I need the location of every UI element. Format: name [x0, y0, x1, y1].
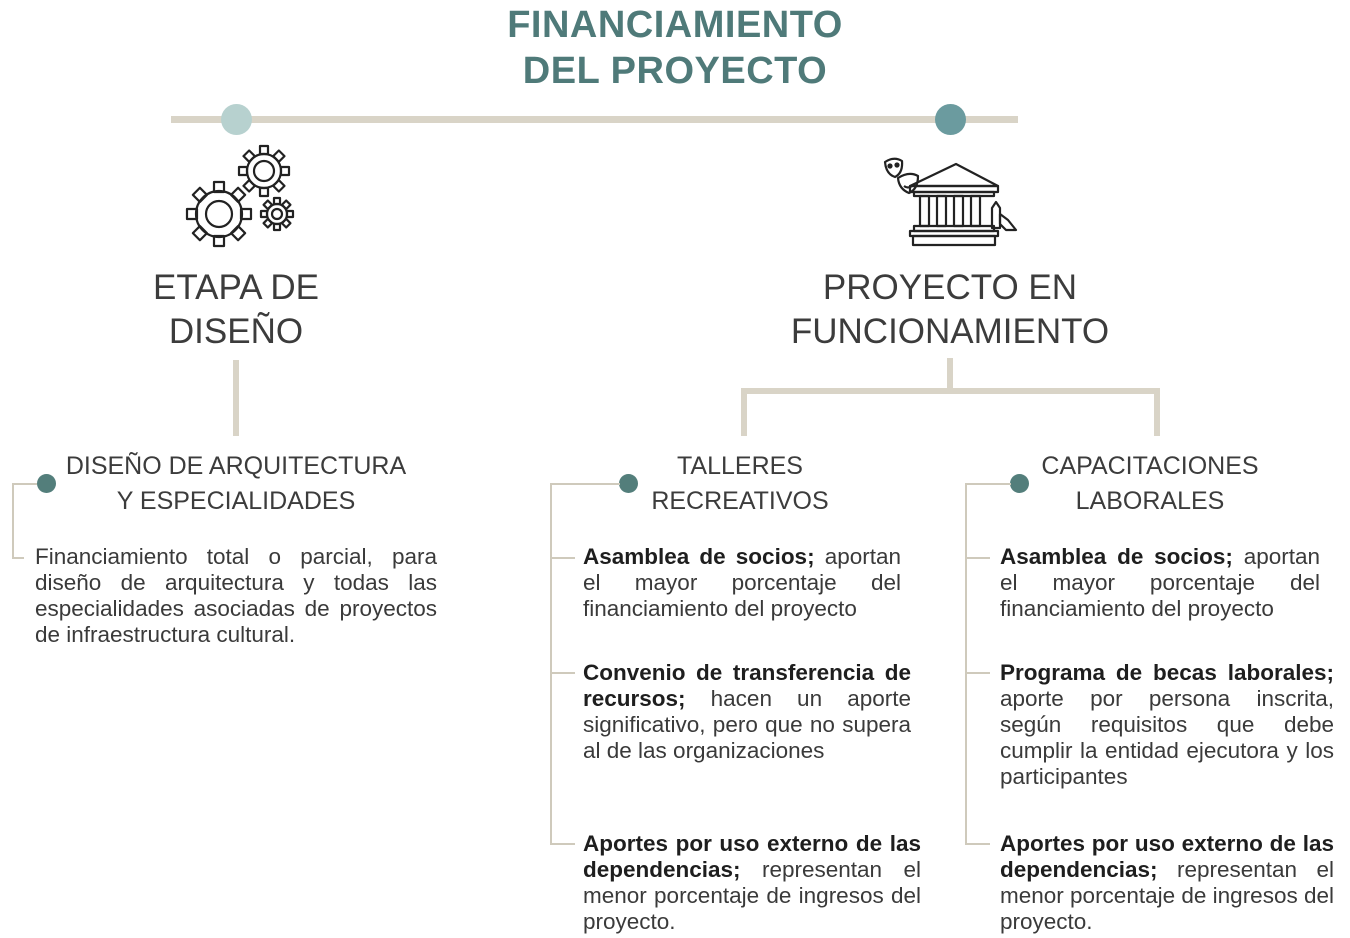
branch-diseno-description: Financiamiento total o parcial, para dis…	[35, 544, 437, 648]
branch-heading-capacitaciones: CAPACITACIONES LABORALES	[1020, 449, 1280, 519]
talleres-item-1-text: aportan el mayor porcentaje del financia…	[583, 544, 902, 621]
capacitaciones-item-3-bold: Aportes por uso externo de las dependenc…	[1000, 831, 1334, 882]
timeline-bar	[171, 116, 1018, 123]
talleres-item-2: Convenio de transferencia de recursos; h…	[583, 660, 911, 764]
diagram-title: FINANCIAMIENTO DEL PROYECTO	[0, 2, 1350, 94]
bracket-diseno-tick	[12, 557, 24, 559]
connector-operation-stem	[947, 358, 953, 390]
timeline-dot-design	[221, 104, 252, 135]
bullet-capacitaciones	[1010, 474, 1029, 493]
capacitaciones-item-2: Programa de becas laborales; aporte por …	[1000, 660, 1334, 790]
connector-talleres-drop	[741, 388, 747, 436]
stage-label-operation: PROYECTO EN FUNCIONAMIENTO	[760, 266, 1140, 354]
timeline-dot-operation	[935, 104, 966, 135]
bracket-capacitaciones-left	[965, 483, 967, 845]
bracket-talleres-tick-1	[550, 557, 575, 559]
stage-label-design: ETAPA DE DISEÑO	[98, 266, 374, 354]
branch-diseno-line-2: Y ESPECIALIDADES	[116, 487, 356, 515]
talleres-item-3-bold: Aportes por uso externo de las dependenc…	[583, 831, 921, 882]
branch-capacitaciones-line-2: LABORALES	[1075, 487, 1225, 515]
connector-capacitaciones-drop	[1154, 388, 1160, 436]
stage-operation-line-2: FUNCIONAMIENTO	[790, 312, 1110, 351]
bullet-diseno	[37, 474, 56, 493]
theater-building-icon	[880, 156, 1020, 250]
branch-heading-talleres: TALLERES RECREATIVOS	[622, 449, 858, 519]
capacitaciones-item-3: Aportes por uso externo de las dependenc…	[1000, 831, 1334, 935]
branch-capacitaciones-line-1: CAPACITACIONES	[1041, 452, 1259, 480]
bracket-capacitaciones-top	[965, 483, 1011, 485]
bullet-talleres	[619, 474, 638, 493]
capacitaciones-item-2-text: aporte por persona inscrita, según requi…	[1000, 686, 1334, 789]
stage-operation-line-1: PROYECTO EN	[822, 268, 1078, 307]
capacitaciones-item-3-text: representan el menor porcentaje de ingre…	[1000, 857, 1334, 934]
talleres-item-3: Aportes por uso externo de las dependenc…	[583, 831, 921, 935]
bracket-diseno-left	[12, 483, 14, 558]
branch-diseno-line-1: DISEÑO DE ARQUITECTURA	[65, 452, 407, 480]
capacitaciones-item-2-bold: Programa de becas laborales;	[1000, 660, 1334, 685]
talleres-item-2-text: hacen un aporte significativo, pero que …	[583, 686, 911, 763]
capacitaciones-item-1-bold: Asamblea de socios;	[1000, 544, 1233, 569]
bracket-talleres-tick-3	[550, 843, 575, 845]
bracket-talleres-top	[550, 483, 620, 485]
connector-operation-horizontal	[741, 388, 1160, 394]
talleres-item-2-bold: Convenio de transferencia de recursos;	[583, 660, 911, 711]
stage-design-line-2: DISEÑO	[168, 312, 304, 351]
bracket-talleres-tick-2	[550, 672, 575, 674]
branch-heading-diseno: DISEÑO DE ARQUITECTURA Y ESPECIALIDADES	[56, 449, 416, 519]
gears-icon	[176, 143, 298, 255]
branch-talleres-line-2: RECREATIVOS	[651, 487, 829, 515]
bracket-talleres-left	[550, 483, 552, 845]
capacitaciones-item-1-text: aportan el mayor porcentaje del financia…	[1000, 544, 1320, 621]
connector-design-vertical	[233, 360, 239, 436]
bracket-capacitaciones-tick-1	[965, 557, 990, 559]
stage-design-line-1: ETAPA DE	[153, 268, 319, 307]
bracket-capacitaciones-tick-3	[965, 843, 990, 845]
title-line-2: DEL PROYECTO	[522, 50, 828, 92]
talleres-item-1-bold: Asamblea de socios;	[583, 544, 815, 569]
bracket-capacitaciones-tick-2	[965, 672, 990, 674]
talleres-item-3-text: representan el menor porcentaje de ingre…	[583, 857, 921, 934]
branch-diseno-description-text: Financiamiento total o parcial, para dis…	[35, 544, 437, 647]
title-line-1: FINANCIAMIENTO	[507, 4, 843, 46]
talleres-item-1: Asamblea de socios; aportan el mayor por…	[583, 544, 901, 622]
capacitaciones-item-1: Asamblea de socios; aportan el mayor por…	[1000, 544, 1320, 622]
bracket-diseno-top	[12, 483, 37, 485]
branch-talleres-line-1: TALLERES	[677, 452, 803, 480]
